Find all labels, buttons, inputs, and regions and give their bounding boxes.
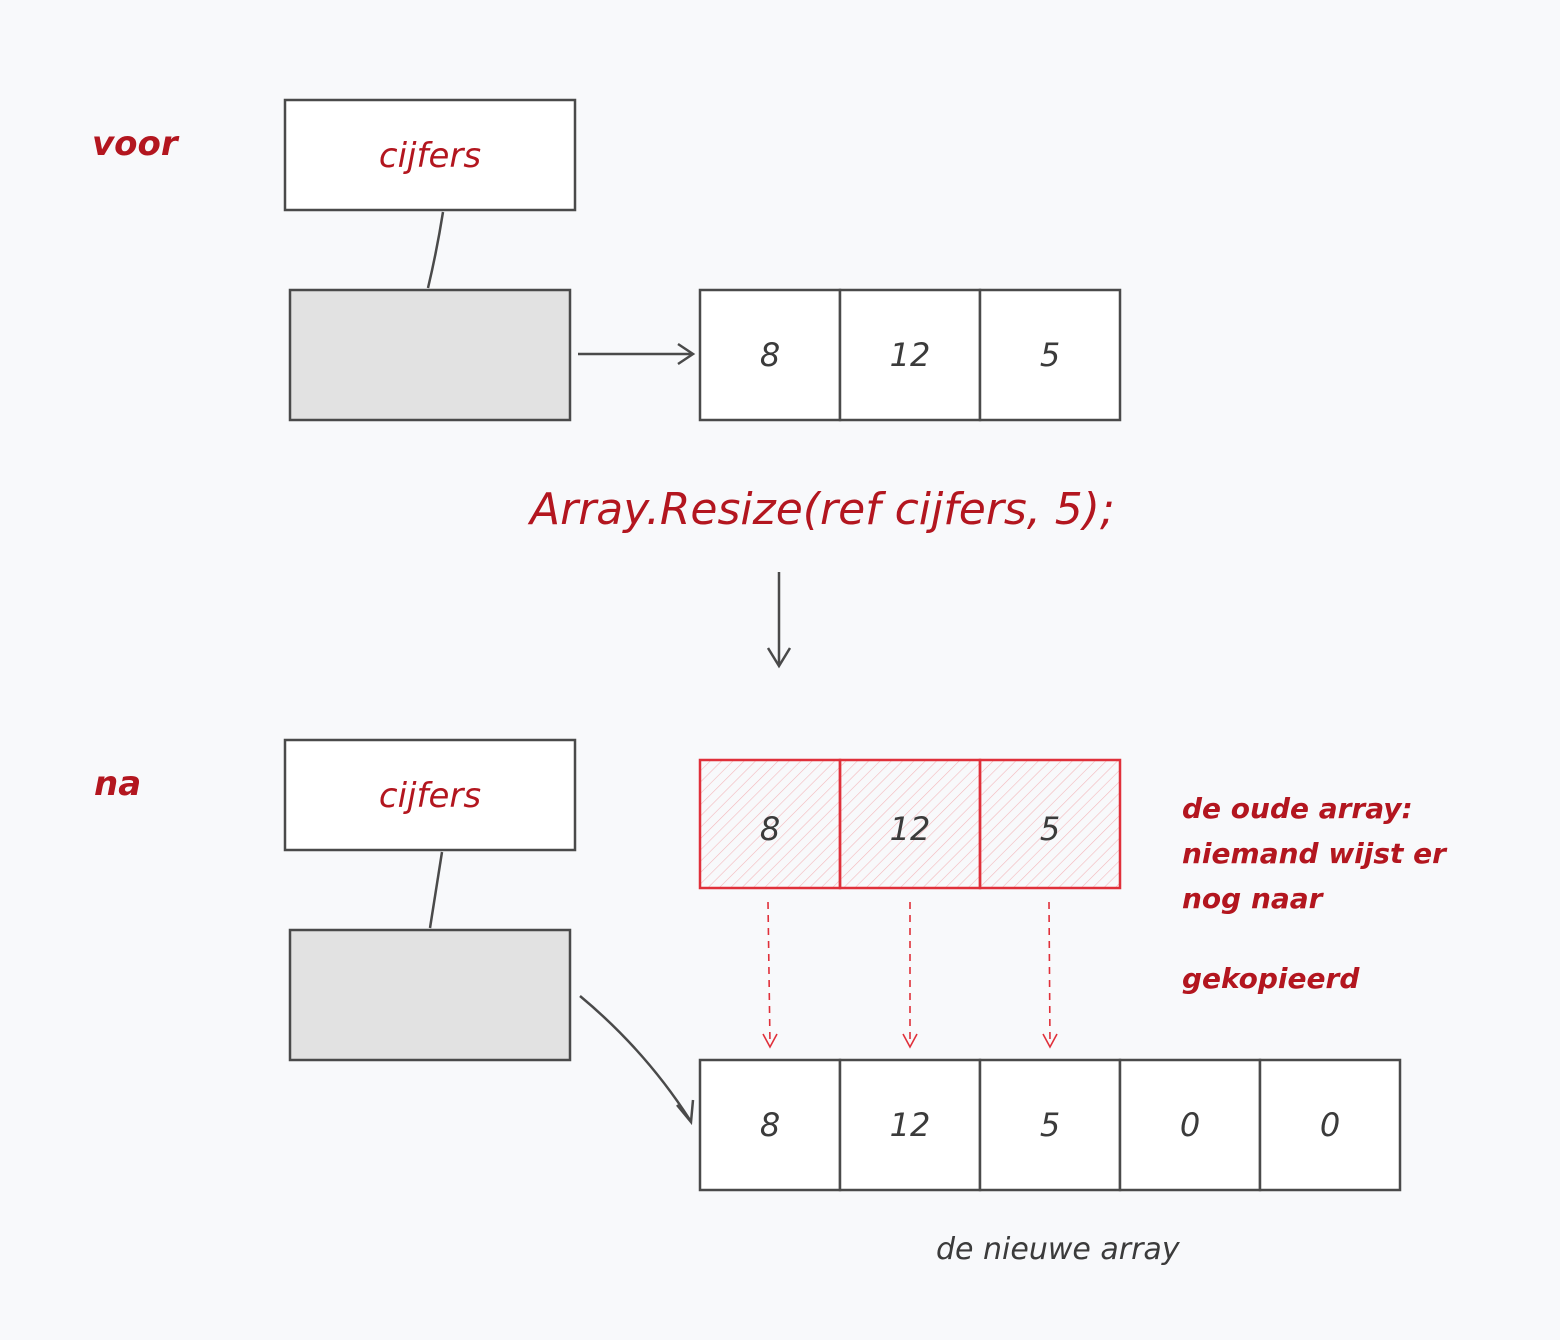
new-array-cell xyxy=(978,1058,1122,1192)
reference-box-after xyxy=(288,928,572,1062)
variable-connector-after xyxy=(428,851,444,929)
variable-name-after: cijfers xyxy=(378,776,482,816)
copy-arrow xyxy=(1042,901,1058,1049)
variable-connector-before xyxy=(426,211,445,289)
copied-note: gekopieerd xyxy=(1182,962,1360,995)
new-array-caption: de nieuwe array xyxy=(936,1232,1180,1267)
new-array-value: 12 xyxy=(889,1106,931,1144)
variable-box-after xyxy=(283,738,577,852)
array-cell-before xyxy=(978,288,1122,422)
new-array-cell xyxy=(1118,1058,1262,1192)
array-value-before: 5 xyxy=(1039,336,1061,374)
old-array-note: de oude array: niemand wijst er nog naar xyxy=(1182,786,1446,921)
label-after: na xyxy=(94,764,142,804)
copy-arrow xyxy=(762,901,778,1049)
old-array-note-line: niemand wijst er xyxy=(1182,837,1446,870)
old-array-note-line: de oude array: xyxy=(1182,792,1413,825)
array-cell-before xyxy=(698,288,842,422)
label-before: voor xyxy=(92,124,178,164)
variable-box-before xyxy=(283,98,577,212)
old-array-note-line: nog naar xyxy=(1182,882,1323,915)
variable-name-before: cijfers xyxy=(378,136,482,176)
old-array-cell xyxy=(838,758,982,890)
resize-code: Array.Resize(ref cijfers, 5); xyxy=(530,484,1115,535)
old-array-value: 12 xyxy=(889,810,931,848)
new-array-cell xyxy=(698,1058,842,1192)
array-value-before: 12 xyxy=(889,336,931,374)
array-cell-before xyxy=(838,288,982,422)
array-value-before: 8 xyxy=(759,336,781,374)
reference-arrow-before xyxy=(578,342,696,366)
transition-arrow xyxy=(766,572,792,669)
new-array-value: 5 xyxy=(1039,1106,1061,1144)
new-array-cell xyxy=(1258,1058,1402,1192)
new-array-value: 0 xyxy=(1179,1106,1201,1144)
old-array-cell xyxy=(978,758,1122,890)
new-array-value: 8 xyxy=(759,1106,781,1144)
old-array-cell xyxy=(698,758,842,890)
old-array-value: 5 xyxy=(1039,810,1061,848)
reference-box-before xyxy=(288,288,572,422)
new-array-value: 0 xyxy=(1319,1106,1341,1144)
reference-arrow-after xyxy=(579,995,695,1126)
old-array-value: 8 xyxy=(759,810,781,848)
copy-arrow xyxy=(902,902,918,1049)
